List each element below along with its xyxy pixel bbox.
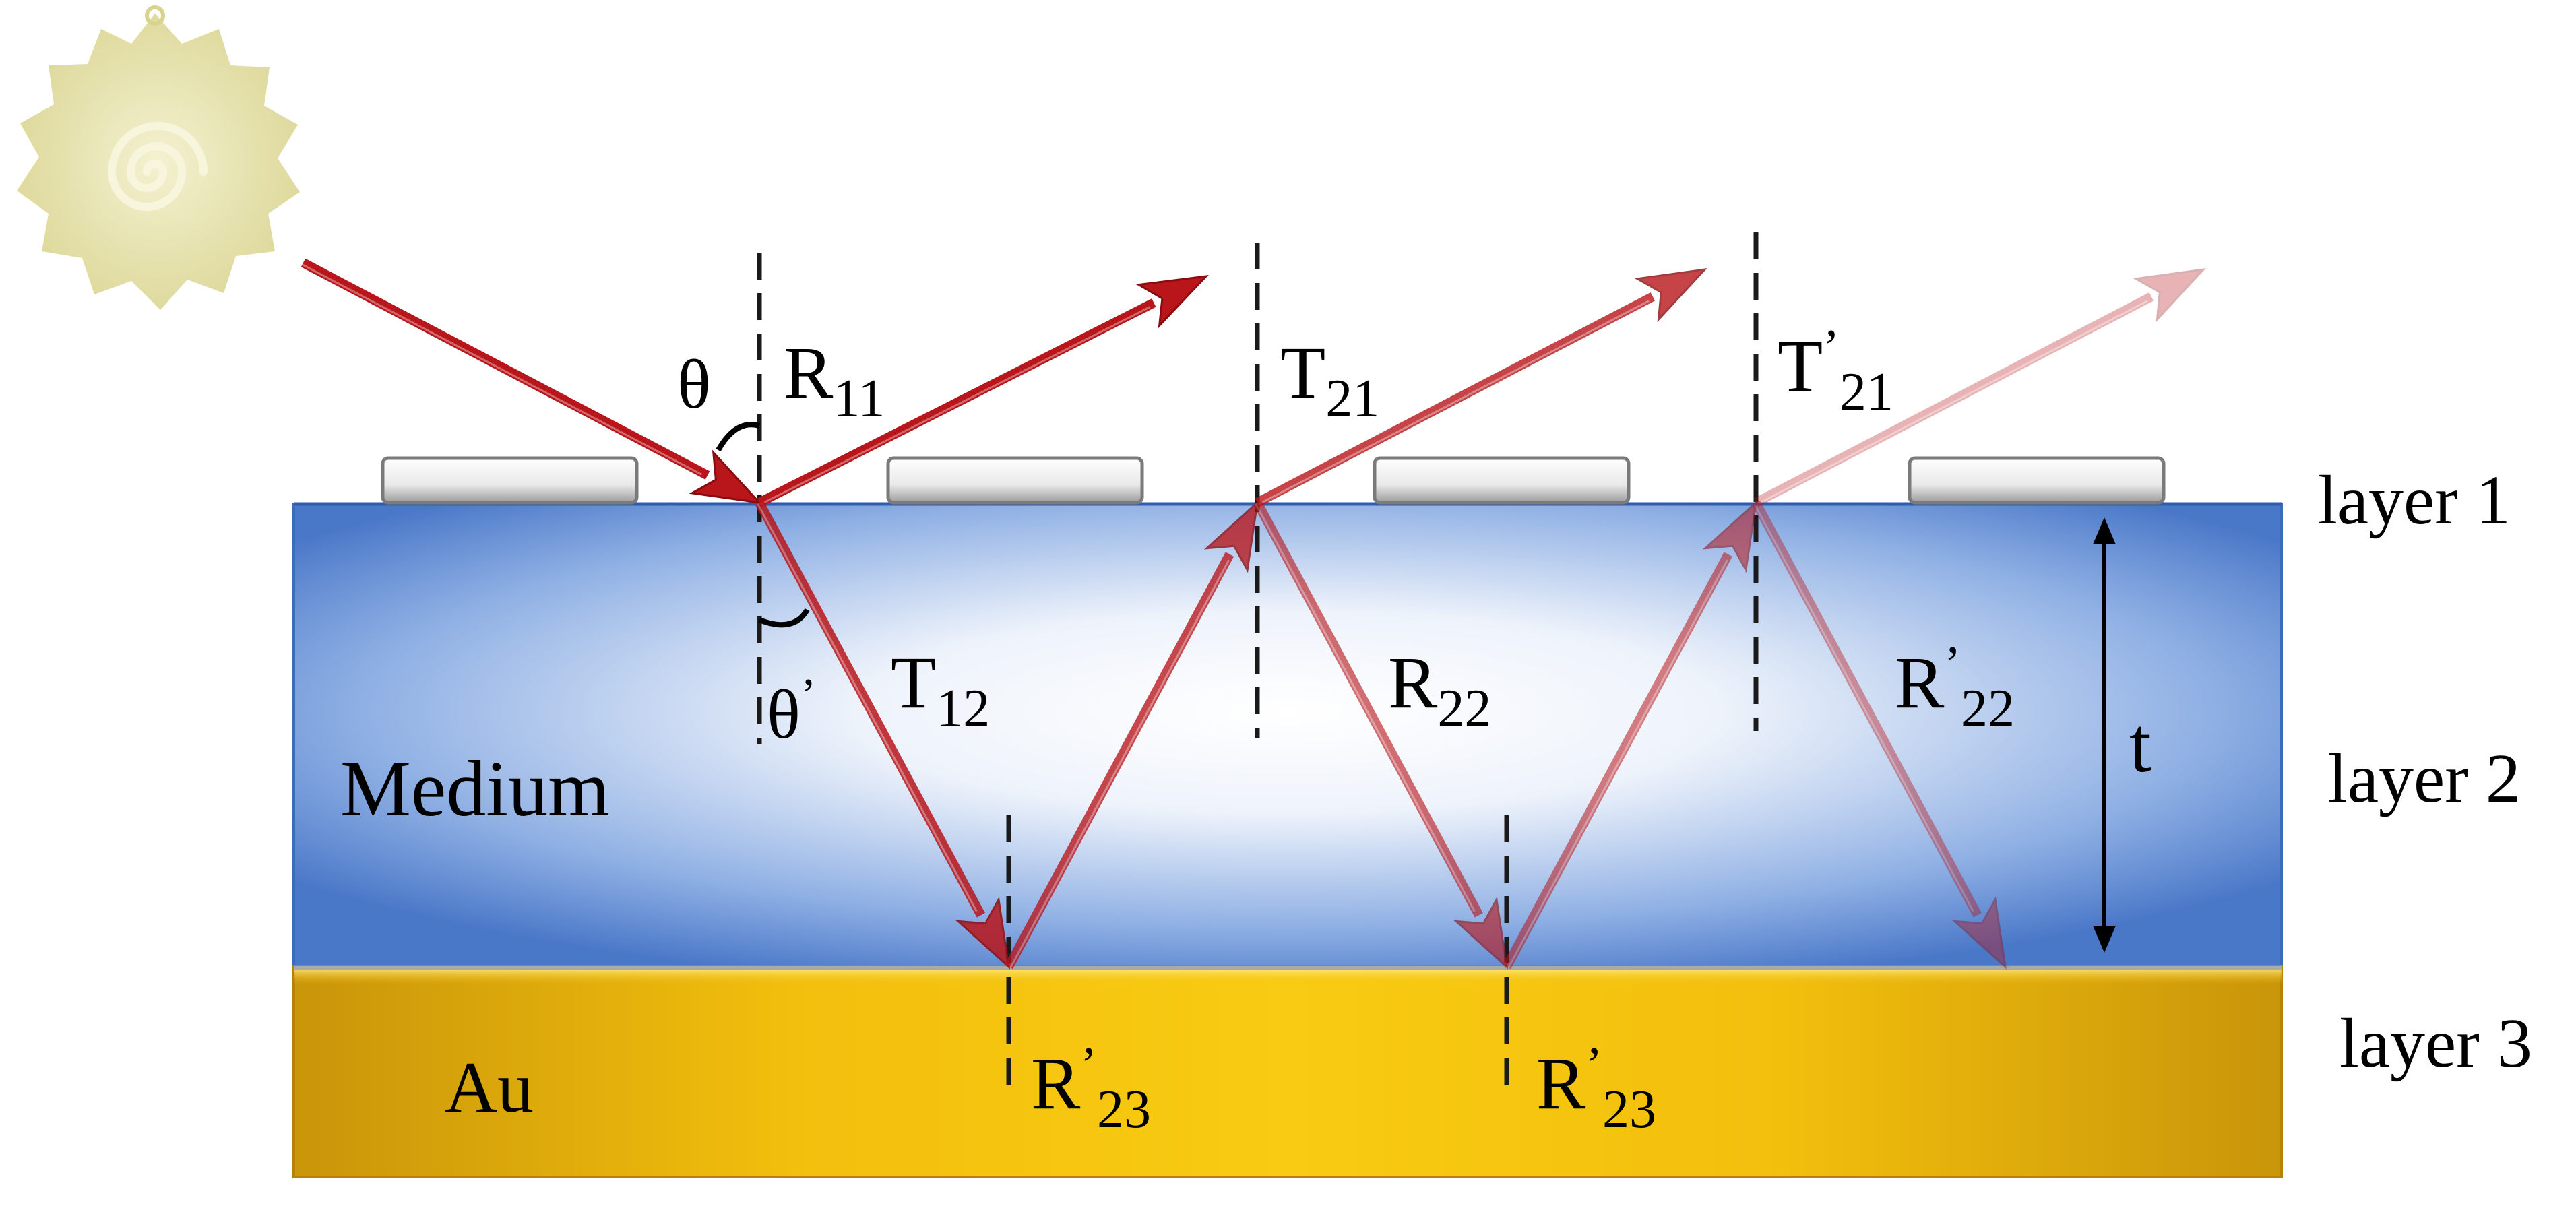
surface-pad [381, 456, 639, 505]
R23-beam-2 [1502, 500, 1758, 970]
R11-label: R11 [784, 331, 885, 429]
light-beams [301, 258, 2206, 970]
incident-angle-label: θ [677, 346, 711, 423]
T21-beam [1255, 267, 1707, 507]
medium-label: Medium [340, 744, 610, 833]
T21-prime-label: T’21 [1778, 320, 1893, 422]
incident-beam [301, 258, 762, 505]
incident-angle-arc [716, 422, 761, 451]
sun-icon [17, 5, 300, 310]
T12-label: T12 [891, 641, 990, 738]
T21-label: T21 [1280, 331, 1379, 429]
thickness-arrow [2093, 517, 2116, 953]
R23-label-2: R’23 [1536, 1038, 1656, 1139]
refraction-angle-label: θ’ [767, 670, 816, 753]
T21-prime-beam [1753, 267, 2206, 507]
R23-beam-1 [1004, 500, 1259, 970]
R22-prime-beam [1751, 500, 2007, 970]
R11-beam [757, 274, 1209, 507]
surface-pad [1373, 456, 1631, 505]
R22-prime-label: R’22 [1895, 637, 2015, 738]
gold-layer [292, 965, 2283, 1178]
layer1-label: layer 1 [2318, 462, 2511, 539]
R23-label-1: R’23 [1031, 1038, 1151, 1139]
layer3-label: layer 3 [2339, 1005, 2532, 1082]
layer2-label: layer 2 [2328, 740, 2521, 817]
surface-pad [1908, 456, 2166, 505]
R22-label: R22 [1388, 641, 1491, 738]
thickness-label: t [2129, 701, 2151, 789]
T12-beam [755, 500, 1011, 970]
refraction-angle-arc [758, 608, 810, 628]
layer1-pads [381, 456, 2166, 505]
R22-beam [1253, 500, 1509, 970]
surface-pad [886, 456, 1144, 505]
gold-label: Au [445, 1048, 534, 1128]
